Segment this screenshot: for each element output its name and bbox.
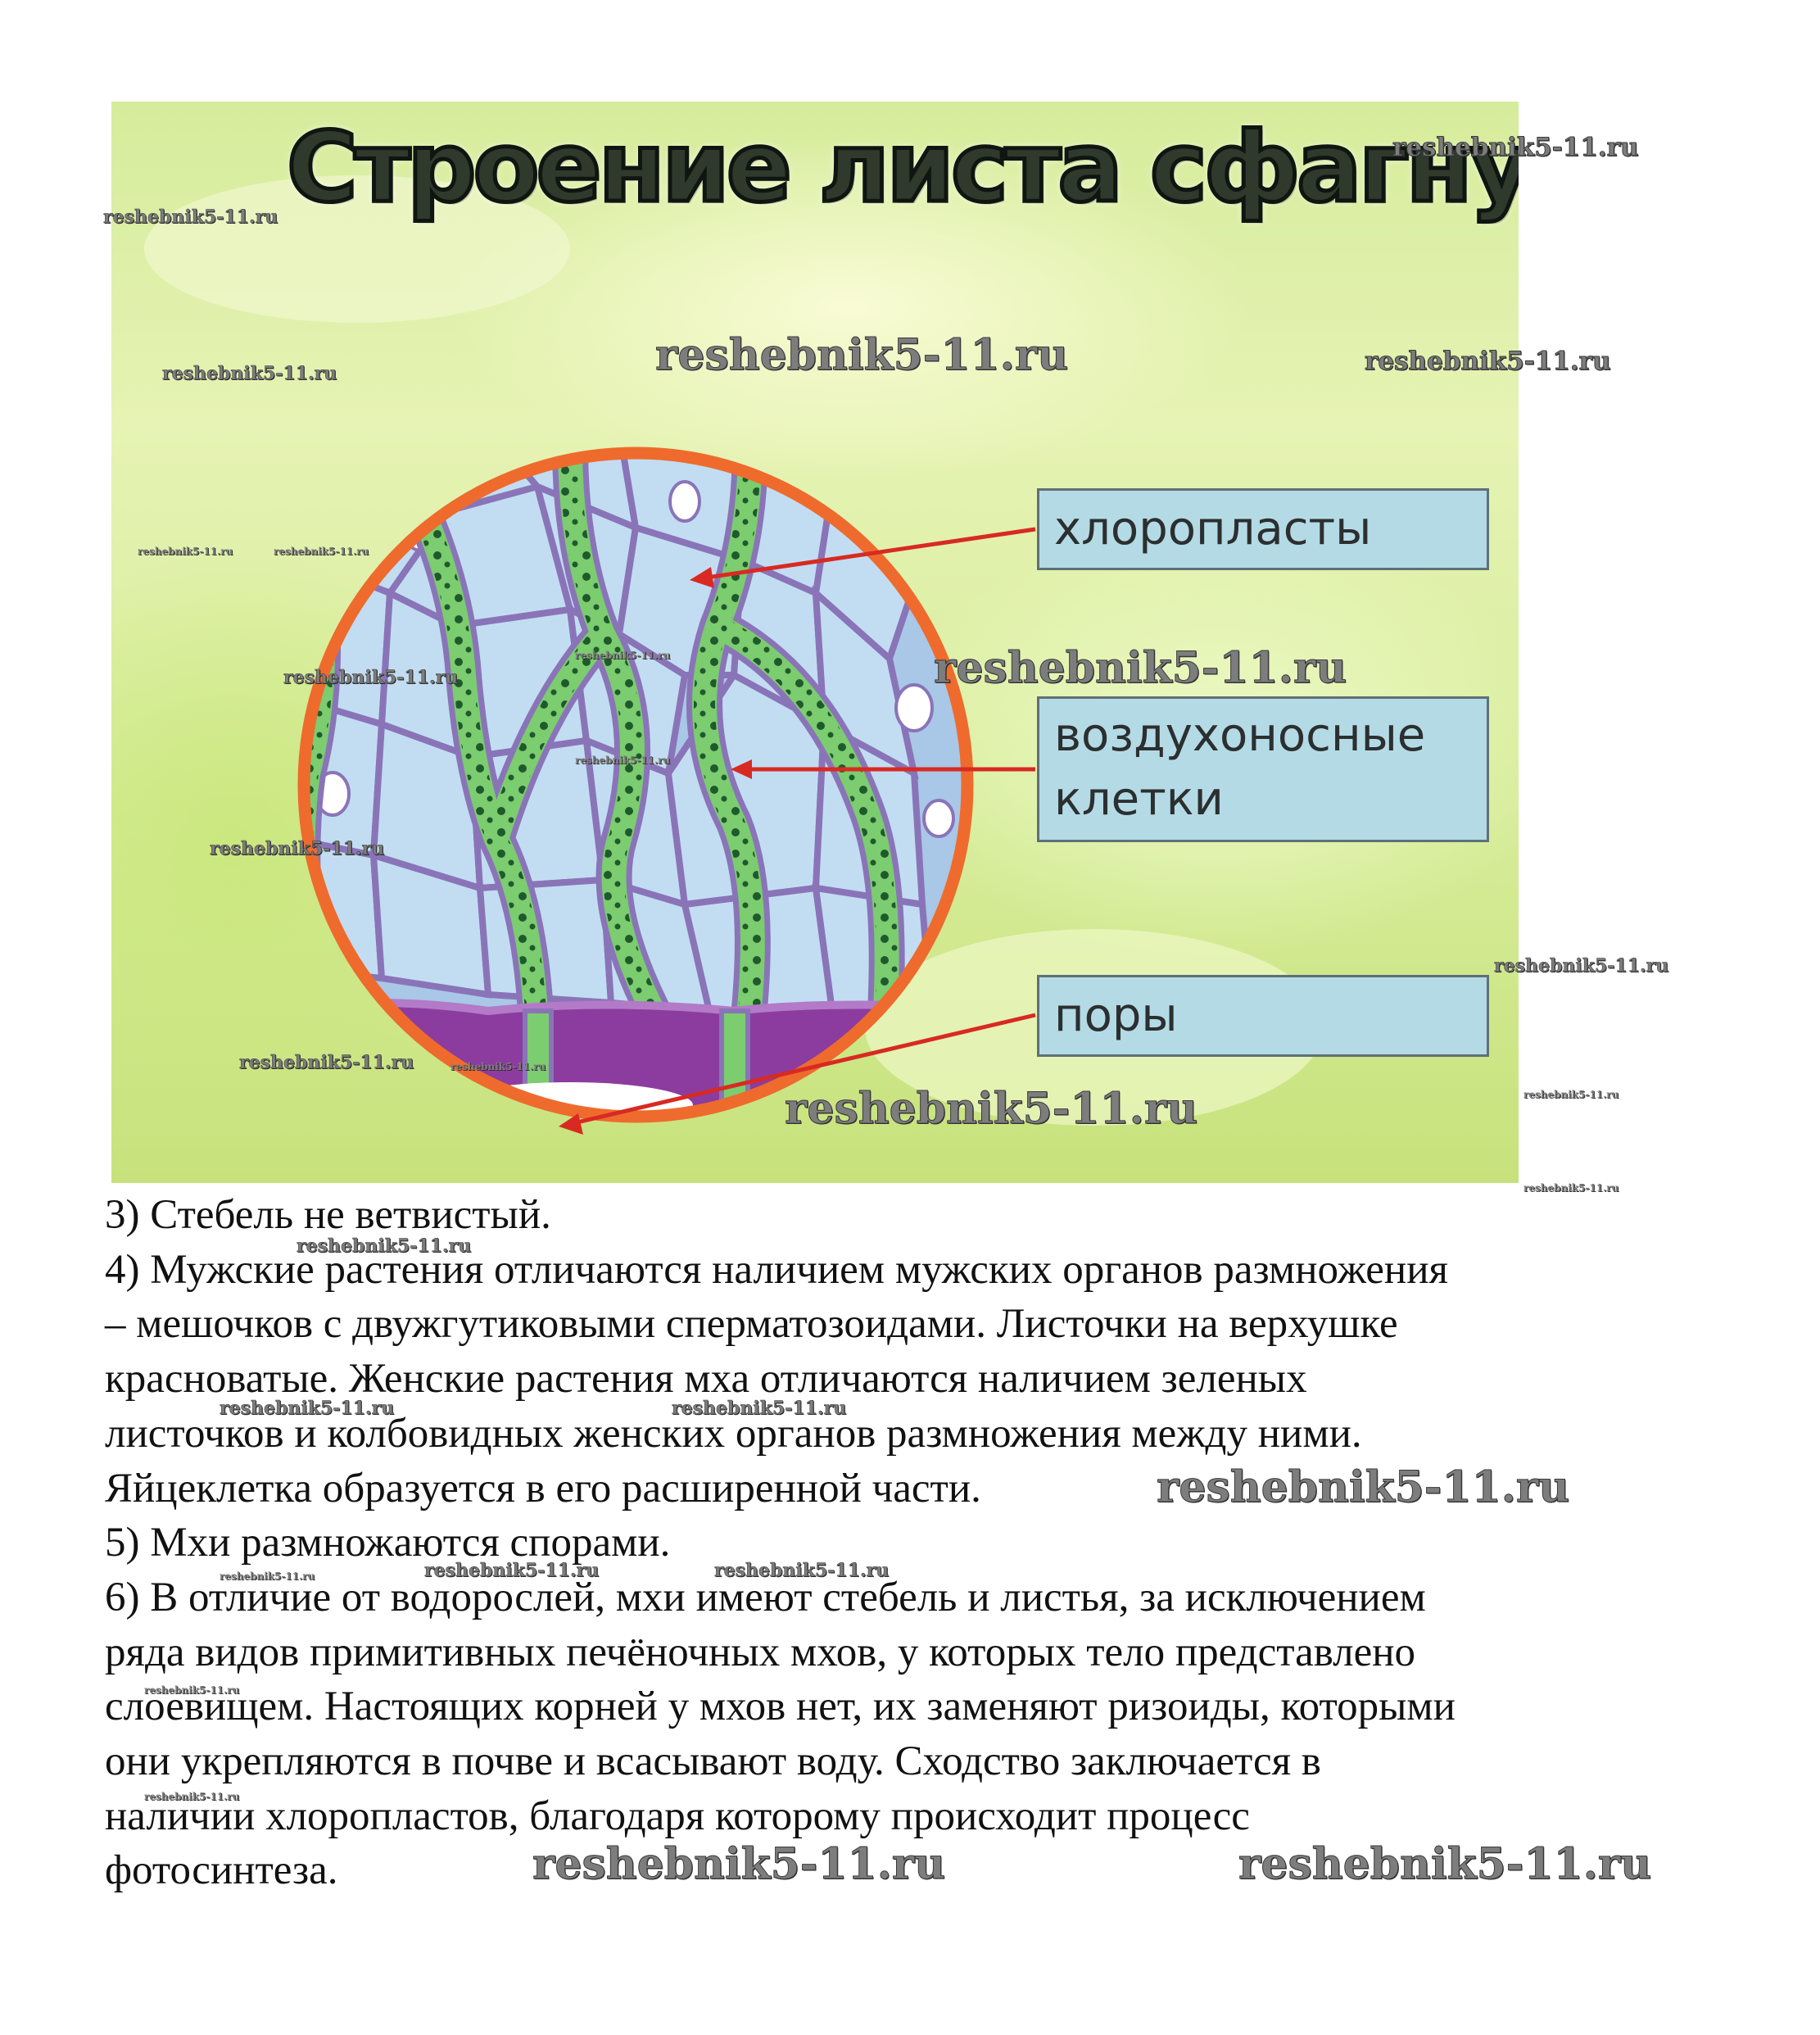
watermark: reshebnik5-11.ru [162, 363, 337, 384]
watermark: reshebnik5-11.ru [103, 206, 278, 228]
label-pores-text: поры [1054, 989, 1178, 1042]
label-air-cells-line2: клетки [1054, 773, 1224, 826]
label-air-cells-line1: воздухоносные [1054, 709, 1426, 762]
watermark: reshebnik5-11.ru [714, 1560, 890, 1581]
arrow-chloroplasts [700, 527, 1036, 581]
watermark: reshebnik5-11.ru [283, 667, 459, 688]
arrowhead [731, 759, 752, 779]
watermark: reshebnik5-11.ru [144, 1791, 240, 1802]
answer-6-line: они укрепляются в почве и всасывают воду… [105, 1738, 1321, 1785]
answer-6-line: наличии хлоропластов, благодаря которому… [105, 1793, 1250, 1839]
label-arrows [559, 527, 1036, 1135]
watermark: reshebnik5-11.ru [144, 1684, 240, 1696]
answer-text: 3) Стебель не ветвистый. 4) Мужские раст… [105, 1188, 1727, 1898]
watermark: reshebnik5-11.ru [1494, 955, 1669, 977]
watermark: reshebnik5-11.ru [1156, 1462, 1570, 1512]
answer-4-line: красноватые. Женские растения мха отлича… [105, 1356, 1307, 1403]
microscope-view [304, 453, 967, 1117]
watermark: reshebnik5-11.ru [450, 1061, 546, 1072]
watermark: reshebnik5-11.ru [1392, 133, 1639, 162]
label-chloroplasts: хлоропласты [1037, 488, 1489, 570]
answer-6-line: фотосинтеза. [105, 1847, 338, 1894]
watermark: reshebnik5-11.ru [274, 546, 369, 557]
watermark: reshebnik5-11.ru [424, 1560, 600, 1581]
watermark: reshebnik5-11.ru [1364, 347, 1611, 376]
watermark: reshebnik5-11.ru [654, 330, 1069, 380]
watermark: reshebnik5-11.ru [220, 1570, 315, 1582]
answer-4-line: – мешочков с двужгутиковыми сперматозоид… [105, 1301, 1398, 1348]
watermark: reshebnik5-11.ru [297, 1235, 472, 1257]
watermark: reshebnik5-11.ru [532, 1839, 946, 1889]
sphagnum-leaf-figure: Строение листа сфагнума хлоропласты возд… [111, 102, 1519, 1183]
answer-6-line: слоевищем. Настоящих корней у мхов нет, … [105, 1684, 1456, 1730]
watermark: reshebnik5-11.ru [239, 1052, 414, 1073]
watermark: reshebnik5-11.ru [933, 643, 1347, 693]
answer-6-line: 6) В отличие от водорослей, мхи имеют ст… [105, 1574, 1426, 1620]
figure-illustration [144, 175, 1324, 1135]
figure-title: Строение листа сфагнума [285, 109, 1519, 226]
watermark: reshebnik5-11.ru [1523, 1089, 1619, 1100]
answer-4-line: листочков и колбовидных женских органов … [105, 1410, 1362, 1457]
answer-6-line: ряда видов примитивных печёночных мхов, … [105, 1629, 1416, 1675]
watermark: reshebnik5-11.ru [210, 838, 385, 859]
watermark: reshebnik5-11.ru [784, 1084, 1198, 1134]
watermark: reshebnik5-11.ru [1238, 1839, 1652, 1889]
label-chloroplasts-text: хлоропласты [1054, 502, 1372, 555]
answer-3: 3) Стебель не ветвистый. [105, 1192, 551, 1238]
label-air-cells: воздухоносные клетки [1037, 696, 1489, 842]
answer-5: 5) Мхи размножаются спорами. [105, 1520, 671, 1566]
answer-4-line: 4) Мужские растения отличаются наличием … [105, 1246, 1448, 1293]
microscope-ring [297, 446, 974, 1123]
watermark: reshebnik5-11.ru [672, 1398, 847, 1419]
watermark: reshebnik5-11.ru [575, 650, 671, 661]
watermark: reshebnik5-11.ru [1523, 1182, 1619, 1194]
arrowhead [690, 567, 714, 588]
bokeh-blotch [144, 175, 570, 323]
arrow-pores [569, 1013, 1036, 1126]
watermark: reshebnik5-11.ru [575, 755, 671, 766]
watermark: reshebnik5-11.ru [138, 546, 233, 557]
label-pores: поры [1037, 975, 1489, 1057]
answer-4-line: Яйцеклетка образуется в его расширенной … [105, 1465, 981, 1512]
watermark: reshebnik5-11.ru [220, 1398, 395, 1419]
arrowhead [559, 1113, 583, 1135]
